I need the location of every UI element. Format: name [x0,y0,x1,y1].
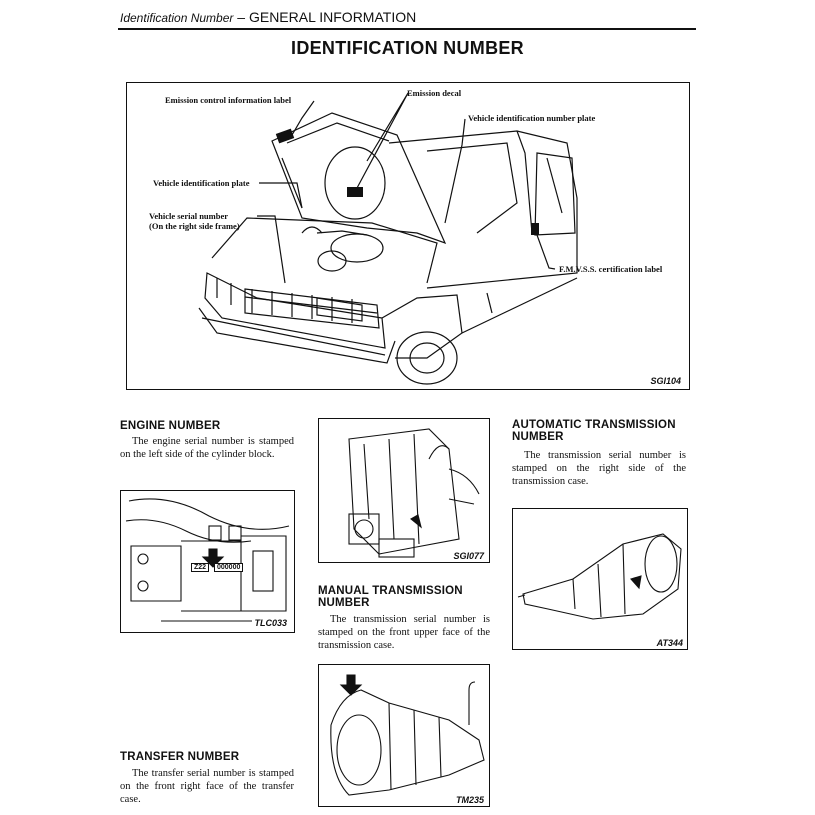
engine-figure: Z22 000000 TLC033 [120,490,295,633]
cylinder-block-illustration [125,498,290,622]
manual-heading-line2: NUMBER [318,597,370,609]
figure-code-tlc033: TLC033 [252,618,289,628]
header-dash: – [233,9,249,25]
automatic-text: The transmission serial number is stampe… [512,450,686,487]
running-header: Identification Number – GENERAL INFORMAT… [120,9,416,25]
label-vin-plate: Vehicle identification number plate [468,113,596,123]
manual-heading-line1: MANUAL TRANSMISSION [318,585,463,597]
transfer-figure: SGI077 [318,418,490,563]
label-fmvss: F.M.V.S.S. certification label [559,264,663,274]
automatic-transmission-illustration [517,533,682,620]
transfer-number-text: The transfer serial number is stamped on… [120,768,294,805]
figure-code-sgi077: SGI077 [451,551,486,561]
label-vehicle-plate: Vehicle identification plate [153,178,250,188]
figure-code-tm235: TM235 [453,795,486,805]
figure-code-at344: AT344 [654,638,685,648]
engine-stamp-digits: 000000 [214,563,244,572]
page-title: IDENTIFICATION NUMBER [291,38,524,58]
manual-transmission-illustration [330,674,485,796]
transfer-case-illustration [348,428,480,558]
header-breadcrumb: Identification Number [120,11,234,25]
automatic-heading-line2: NUMBER [512,431,564,443]
truck-illustration [198,92,578,385]
label-emission-control: Emission control information label [165,95,292,105]
header-section: GENERAL INFORMATION [248,9,417,25]
engine-number-heading: ENGINE NUMBER [120,420,221,432]
automatic-heading-line1: AUTOMATIC TRANSMISSION [512,419,676,431]
label-emission-decal: Emission decal [407,88,462,98]
label-serial-number: Vehicle serial number [149,211,229,221]
main-figure: Emission control information label Emiss… [126,82,690,390]
label-serial-number-note: (On the right side frame) [149,221,240,231]
engine-number-text: The engine serial number is stamped on t… [120,436,294,460]
manual-figure: TM235 [318,664,490,807]
transfer-number-heading: TRANSFER NUMBER [120,751,240,763]
header-rule [118,28,696,30]
figure-code-sgi104: SGI104 [648,376,683,386]
automatic-figure: AT344 [512,508,688,650]
engine-stamp-prefix: Z22 [191,563,210,572]
manual-text: The transmission serial number is stampe… [318,614,490,651]
